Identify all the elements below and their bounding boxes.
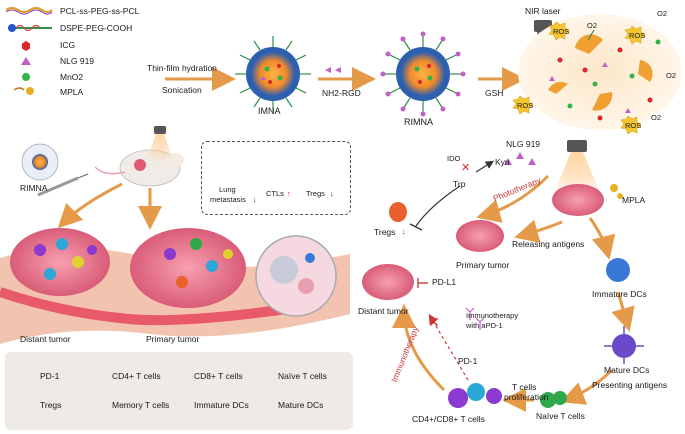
irradiated-tumor <box>552 184 604 216</box>
gsh-label: GSH <box>485 88 504 98</box>
legend-cd4: CD4+ T cells <box>112 371 161 381</box>
distant-tumor-mass <box>10 228 110 296</box>
ido-label: IDO <box>447 154 461 163</box>
ros-bursts <box>512 21 646 135</box>
rgd-peptide-icon <box>325 67 331 73</box>
legend-memory: Memory T cells <box>112 400 170 410</box>
lung-label-line1: Lung <box>219 185 236 194</box>
cycle-nlg-label: NLG 919 <box>506 139 541 149</box>
cycle-distant-label: Distant tumor <box>358 306 409 316</box>
cell-legend <box>5 352 353 430</box>
rgd-label: NH2-RGD <box>322 88 361 98</box>
o2-label-4: O2 <box>651 113 662 122</box>
step1-line1: Thin-film hydration <box>147 63 217 73</box>
blocked-x-icon: ✕ <box>461 162 470 174</box>
cd8-tcell-icon <box>467 383 485 401</box>
releasing-label: Releasing antigens <box>512 239 585 249</box>
trp-label: Trp <box>453 179 466 189</box>
pcl-peg-pcl-icon <box>5 7 53 13</box>
mpla-particle <box>610 184 618 192</box>
nir-laser-label: NIR laser <box>525 6 561 16</box>
nlg919-icon <box>21 57 31 65</box>
cycle-tregs-arrow: ↓ <box>402 227 406 236</box>
legend-top-glyphs <box>5 7 53 95</box>
apd1-antibody-icon <box>465 307 485 330</box>
immuno-label-line2: with aPD-1 <box>466 321 503 330</box>
legend-mature-dc: Mature DCs <box>278 400 324 410</box>
legend-label-icg: ICG <box>60 40 76 50</box>
imna-nanoparticle <box>235 36 311 112</box>
dspe-peg-icon <box>8 24 52 32</box>
mature-dc-label: Mature DCs <box>604 365 650 375</box>
cycle-mpla-label: MPLA <box>622 195 646 205</box>
rimna-inset-label: RIMNA <box>20 183 48 193</box>
primary-tumor-mass <box>130 228 246 308</box>
release-cloud <box>512 14 682 135</box>
lung-label-line2: metastasis <box>210 195 246 204</box>
o2-label-3: O2 <box>587 21 598 30</box>
ctl-arrow-up: ↑ <box>287 189 291 198</box>
distant-tumor-label: Distant tumor <box>20 334 71 344</box>
o2-label-1: O2 <box>657 9 668 18</box>
ros-label-2: ROS <box>629 31 646 40</box>
treg-arrow-down: ↓ <box>330 189 334 198</box>
cycle-treg-icon <box>389 202 407 222</box>
ctl-label: CTLs <box>266 189 284 198</box>
legend-label-mno2: MnO2 <box>60 72 84 82</box>
syringe-icon <box>37 176 79 197</box>
tumor-tissue <box>0 228 350 344</box>
primary-tumor-label: Primary tumor <box>146 334 200 344</box>
cycle-distant-tumor <box>362 264 414 300</box>
naive-label: Naïve T cells <box>536 411 585 421</box>
legend-label-mpla: MPLA <box>60 87 84 97</box>
mouse-primary-tumor <box>134 159 146 171</box>
immature-dc-label: Immature DCs <box>592 289 647 299</box>
imna-label: IMNA <box>258 106 281 116</box>
lung-arrow-down: ↓ <box>253 195 257 204</box>
mouse-scene <box>21 126 184 230</box>
legend-naive: Naïve T cells <box>278 371 327 381</box>
cd-tcells-label: CD4+/CD8+ T cells <box>412 414 485 424</box>
mpla-icon <box>13 87 34 95</box>
effects-box <box>201 141 351 215</box>
released-fragment <box>575 29 603 54</box>
legend-label-nlg919: NLG 919 <box>60 56 95 66</box>
cd4-tcell-icon <box>448 388 468 408</box>
presenting-label: Presenting antigens <box>592 380 668 390</box>
cycle-primary-tumor <box>456 220 504 252</box>
mature-dc-icon <box>612 334 636 358</box>
naive-tcell-icon <box>540 392 556 408</box>
mouse-laser-icon <box>146 126 174 162</box>
legend-label-pcl: PCL-ss-PEG-ss-PCL <box>60 6 140 16</box>
zoom-inset <box>255 235 337 317</box>
rimna-label: RIMNA <box>404 117 433 127</box>
treg-label: Tregs <box>306 189 325 198</box>
legend-pd1: PD-1 <box>40 371 60 381</box>
cycle-primary-label: Primary tumor <box>456 260 510 270</box>
legend-label-dspe: DSPE-PEG-COOH <box>60 23 133 33</box>
immunity-cycle: ✕ ✕ <box>362 140 644 412</box>
ros-label-4: ROS <box>625 121 642 130</box>
rimna-nanoparticle <box>380 31 466 117</box>
legend-immature-dc: Immature DCs <box>194 400 249 410</box>
tcell-line2: proliferation <box>504 392 549 402</box>
icg-icon <box>22 41 30 51</box>
legend-tregs: Tregs <box>40 400 62 410</box>
blocked-pd1-x-icon: ✕ <box>428 314 440 330</box>
tcell-line1: T cells <box>512 382 537 392</box>
immature-dc-icon <box>606 258 630 282</box>
kyn-label: Kyn <box>495 157 510 167</box>
pdl1-label: PD-L1 <box>432 277 457 287</box>
immuno-label-line1: Immunotherapy <box>466 311 519 320</box>
ros-label-3: ROS <box>517 101 534 110</box>
ros-label-1: ROS <box>553 27 570 36</box>
blood-vessel <box>0 287 321 326</box>
legend-cd8: CD8+ T cells <box>194 371 243 381</box>
o2-label-2: O2 <box>666 71 677 80</box>
mno2-icon <box>22 73 30 81</box>
cycle-tregs-label: Tregs <box>374 227 396 237</box>
step1-line2: Sonication <box>162 85 202 95</box>
pd1-label: PD-1 <box>458 356 478 366</box>
